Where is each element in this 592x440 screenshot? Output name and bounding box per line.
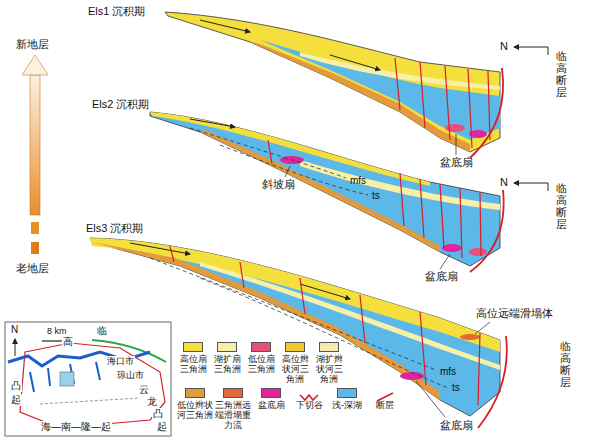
legend-text: 下切谷 <box>290 400 328 410</box>
legend-text: 低位辫状河三角洲 <box>176 400 214 420</box>
map-label: 云 <box>138 384 150 396</box>
legend-swatch <box>319 342 339 352</box>
legend-item: 低位扇三角洲 <box>244 342 278 374</box>
legend-item: 湖扩辫状河三角洲 <box>312 342 346 384</box>
strata-label: 老地层 <box>16 262 49 275</box>
legend-swatch <box>285 342 305 352</box>
legend-line-sample <box>299 388 319 398</box>
city-label: 海口市 <box>106 356 135 366</box>
strata-label: 新地层 <box>16 38 49 51</box>
scale-label: 8 km <box>46 326 68 336</box>
north-label: N <box>10 324 19 336</box>
legend-text: 低位扇三角洲 <box>244 354 278 374</box>
legend-item: 三角洲远端滑塌重力流 <box>214 388 252 430</box>
legend-item: 下切谷 <box>290 388 328 410</box>
period-title: Els1 沉积期 <box>88 5 145 18</box>
period-title: Els2 沉积期 <box>92 98 149 111</box>
age-arrow <box>22 55 48 254</box>
legend-item: 断层 <box>366 388 404 410</box>
city-label: 琼山市 <box>116 370 145 380</box>
surface-label: ts <box>452 382 460 394</box>
fan-label: 盆底扇 <box>425 270 458 283</box>
legend-text: 盆底扇 <box>252 400 290 410</box>
legend-text: 浅-深湖 <box>328 400 366 410</box>
surface-label: mfs <box>350 175 366 187</box>
legend-swatch <box>185 388 205 398</box>
north-label: N <box>500 176 508 189</box>
map-label: 高 <box>62 336 74 348</box>
period-title: Els3 沉积期 <box>86 222 143 235</box>
legend-item: 盆底扇 <box>252 388 290 410</box>
section-els2 <box>150 112 548 272</box>
surface-label: mfs <box>440 366 456 378</box>
legend-swatch <box>261 388 281 398</box>
north-label: N <box>500 40 508 53</box>
fan-label: 盆底扇 <box>440 419 473 432</box>
legend-item: 湖扩扇三角洲 <box>210 342 244 374</box>
location-map <box>5 322 171 436</box>
map-label: 起 <box>10 394 22 406</box>
legend-swatch <box>183 342 203 352</box>
map-label: 海—南—隆—起 <box>40 421 112 433</box>
map-label: 起 <box>156 421 168 433</box>
surface-label: ts <box>372 190 380 202</box>
map-label: 凸 <box>152 408 164 420</box>
legend-text: 湖扩辫状河三角洲 <box>312 354 346 384</box>
legend-text: 高位辫状河三角洲 <box>278 354 312 384</box>
legend-text: 高位扇三角洲 <box>176 354 210 374</box>
fan-label: 盆底扇 <box>440 156 473 169</box>
legend-item: 高位辫状河三角洲 <box>278 342 312 384</box>
legend-swatch <box>251 342 271 352</box>
fault-name: 临高断层 <box>556 182 567 230</box>
legend-text: 三角洲远端滑塌重力流 <box>214 400 252 430</box>
legend-swatch <box>223 388 243 398</box>
legend-swatch <box>337 388 357 398</box>
fault-name: 临高断层 <box>560 340 571 388</box>
legend-text: 湖扩扇三角洲 <box>210 354 244 374</box>
map-label: 龙 <box>146 396 158 408</box>
legend-item: 浅-深湖 <box>328 388 366 410</box>
map-label: 临 <box>96 325 108 337</box>
fault-name: 临高断层 <box>556 50 567 98</box>
slump-label: 高位远端滑塌体 <box>476 307 553 320</box>
legend-item: 低位辫状河三角洲 <box>176 388 214 420</box>
map-label: 凸 <box>10 380 22 392</box>
legend-item: 高位扇三角洲 <box>176 342 210 374</box>
legend-line-sample <box>375 388 395 398</box>
legend-text: 断层 <box>366 400 404 410</box>
legend-swatch <box>217 342 237 352</box>
fan-label: 斜坡扇 <box>262 178 295 191</box>
